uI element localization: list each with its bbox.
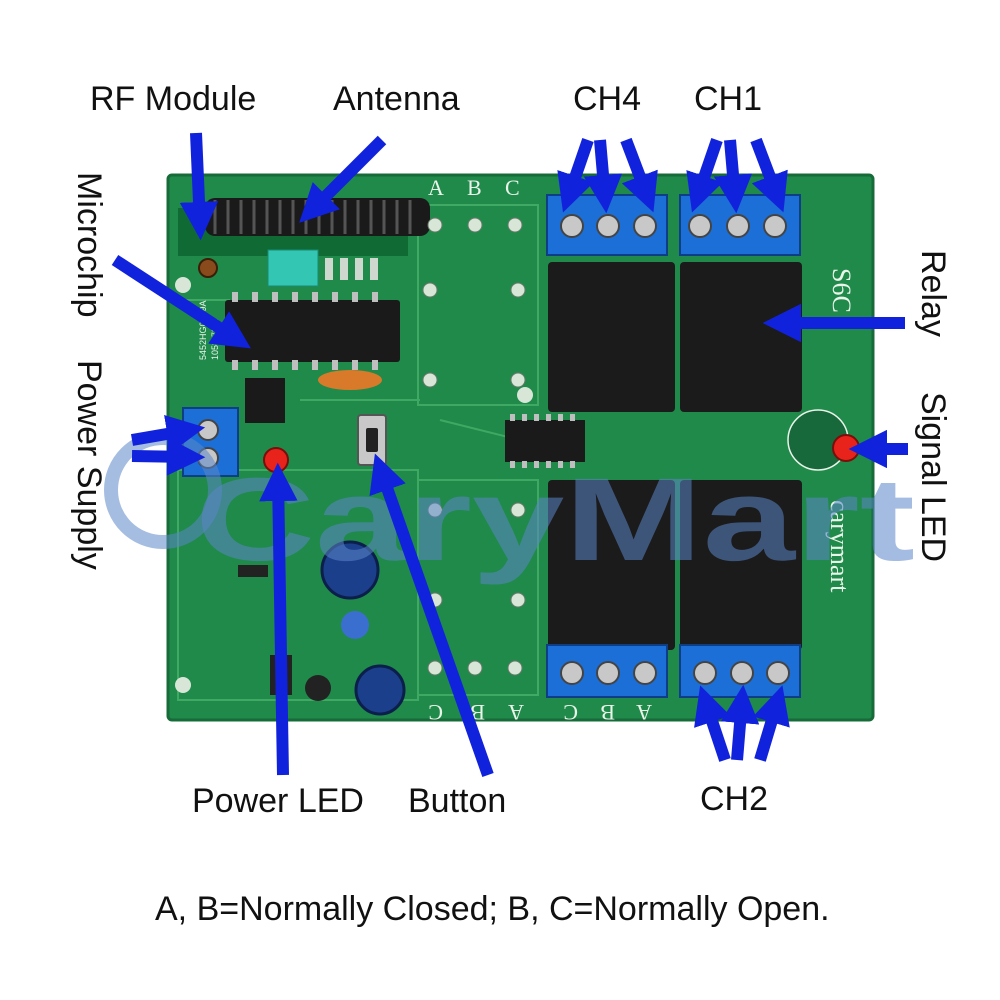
watermark-text: CaryMart (195, 454, 915, 586)
arrow-antenna (299, 135, 387, 223)
arrow-power-supply-top (130, 414, 206, 453)
relays (548, 262, 802, 650)
label-ch2: CH2 (700, 780, 768, 818)
arrow-ch1-middle (713, 139, 753, 214)
relay-ch4 (548, 262, 675, 412)
terminal-ch3 (546, 644, 668, 698)
arrow-ch1-left (686, 138, 723, 213)
label-button: Button (408, 782, 506, 820)
terminal-letter-bottom-5: B (600, 700, 615, 725)
board-model-text: S6C (827, 268, 856, 313)
terminal-ch2 (679, 644, 801, 698)
label-microchip: Microchip (70, 172, 108, 317)
arrow-ch2-left (694, 685, 731, 762)
signal-led (787, 409, 860, 471)
callout-arrows (111, 132, 908, 777)
terminal-letter-top-a: A (428, 175, 444, 200)
relay-ch3 (548, 480, 675, 650)
terminal-letter-bottom-4: C (563, 700, 578, 725)
terminal-ch4 (546, 194, 668, 256)
arrow-ch4-left (557, 138, 594, 213)
terminal-letter-top-b: B (467, 175, 482, 200)
label-ch4: CH4 (573, 80, 641, 118)
label-ch1: CH1 (694, 80, 762, 118)
arrow-ch4-right (620, 137, 658, 213)
label-antenna: Antenna (333, 80, 460, 118)
label-relay: Relay (914, 250, 952, 337)
terminal-letter-bottom-3: A (508, 700, 524, 725)
terminal-letter-bottom-1: C (428, 700, 443, 725)
arrow-ch2-middle (720, 684, 760, 761)
chip-marking-1: 5452HG0239A (198, 300, 208, 360)
terminal-ch1 (679, 194, 801, 256)
relay-ch2 (680, 480, 802, 650)
microchip (225, 292, 400, 370)
relay-ch1 (680, 262, 802, 412)
arrow-ch1-right (750, 137, 788, 213)
caption: A, B=Normally Closed; B, C=Normally Open… (155, 890, 830, 928)
terminal-pads (422, 217, 526, 676)
board-brand-text: carymart (825, 500, 854, 593)
terminal-letter-bottom-6: A (636, 700, 652, 725)
arrow-power-led (259, 462, 298, 776)
arrow-rf-module (179, 132, 219, 241)
arrow-button (369, 453, 494, 777)
arrow-ch2-right (752, 685, 790, 762)
arrow-power-supply-bottom (131, 437, 206, 476)
label-signal-led: Signal LED (914, 392, 952, 562)
label-power-led: Power LED (192, 782, 364, 820)
terminal-letter-top-c: C (505, 175, 520, 200)
button-component (357, 414, 387, 466)
carymart-watermark: CaryMart (104, 431, 915, 586)
label-rf-module: RF Module (90, 80, 256, 118)
arrow-microchip (111, 254, 251, 349)
arrow-ch4-middle (583, 139, 623, 214)
label-power-supply: Power Supply (70, 360, 108, 570)
